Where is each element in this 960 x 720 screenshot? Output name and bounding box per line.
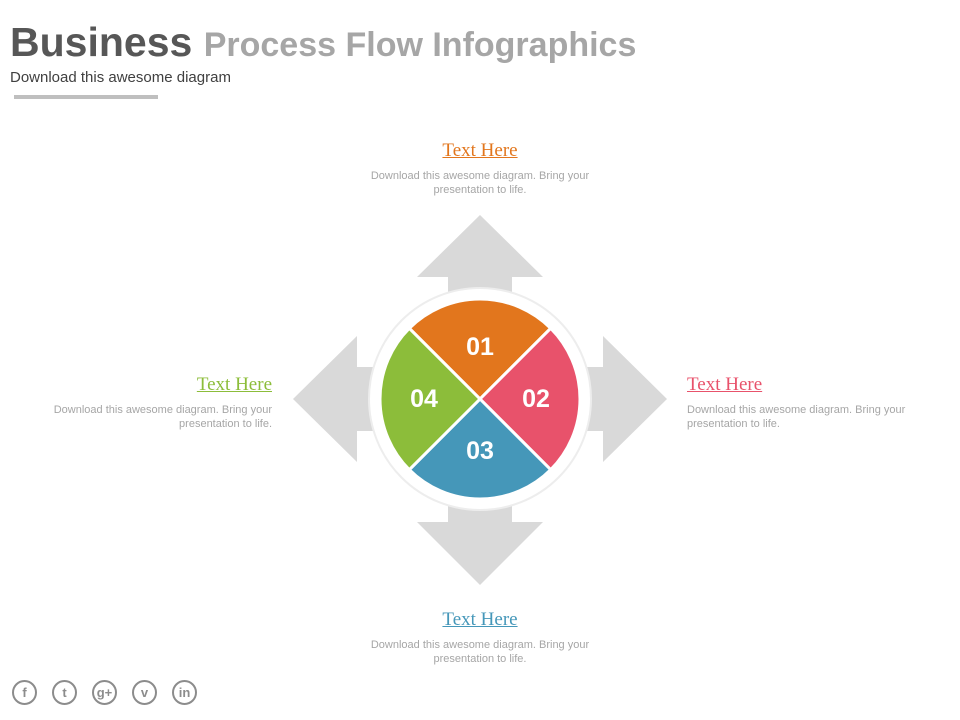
callout-bottom-body: Download this awesome diagram. Bring you… [370,639,590,665]
vimeo-icon[interactable]: v [132,680,157,705]
twitter-icon[interactable]: t [52,680,77,705]
page-title: Business Process Flow Infographics [10,18,636,69]
callout-top: Text Here Download this awesome diagram.… [350,140,610,197]
facebook-icon[interactable]: f [12,680,37,705]
callout-left: Text Here Download this awesome diagram.… [47,374,272,431]
header: Business Process Flow Infographics Downl… [10,18,636,86]
segment-04 [378,326,483,472]
segment-02 [477,326,582,472]
segment-label-03: 03 [466,437,494,465]
callout-right-heading: Text Here [687,374,763,395]
callout-right: Text Here Download this awesome diagram.… [687,374,912,431]
segment-03 [407,396,553,501]
segments [378,297,582,501]
google-plus-icon[interactable]: g+ [92,680,117,705]
segment-01 [407,297,553,402]
callout-left-heading: Text Here [196,374,272,395]
callout-left-body: Download this awesome diagram. Bring you… [53,404,272,430]
page-subtitle: Download this awesome diagram [10,69,231,86]
segment-label-02: 02 [522,385,550,413]
segment-label-04: 04 [410,385,438,413]
segment-labels: 01 02 03 04 [410,333,550,465]
linkedin-icon[interactable]: in [172,680,197,705]
title-light: Process Flow Infographics [203,26,637,64]
callout-top-body: Download this awesome diagram. Bring you… [370,170,590,196]
segment-label-01: 01 [466,333,494,361]
callout-top-heading: Text Here [442,140,518,161]
callout-bottom-heading: Text Here [442,609,518,630]
callout-right-body: Download this awesome diagram. Bring you… [687,404,906,430]
title-bold: Business [10,19,193,65]
header-rule [14,95,158,99]
callout-bottom: Text Here Download this awesome diagram.… [350,609,610,666]
